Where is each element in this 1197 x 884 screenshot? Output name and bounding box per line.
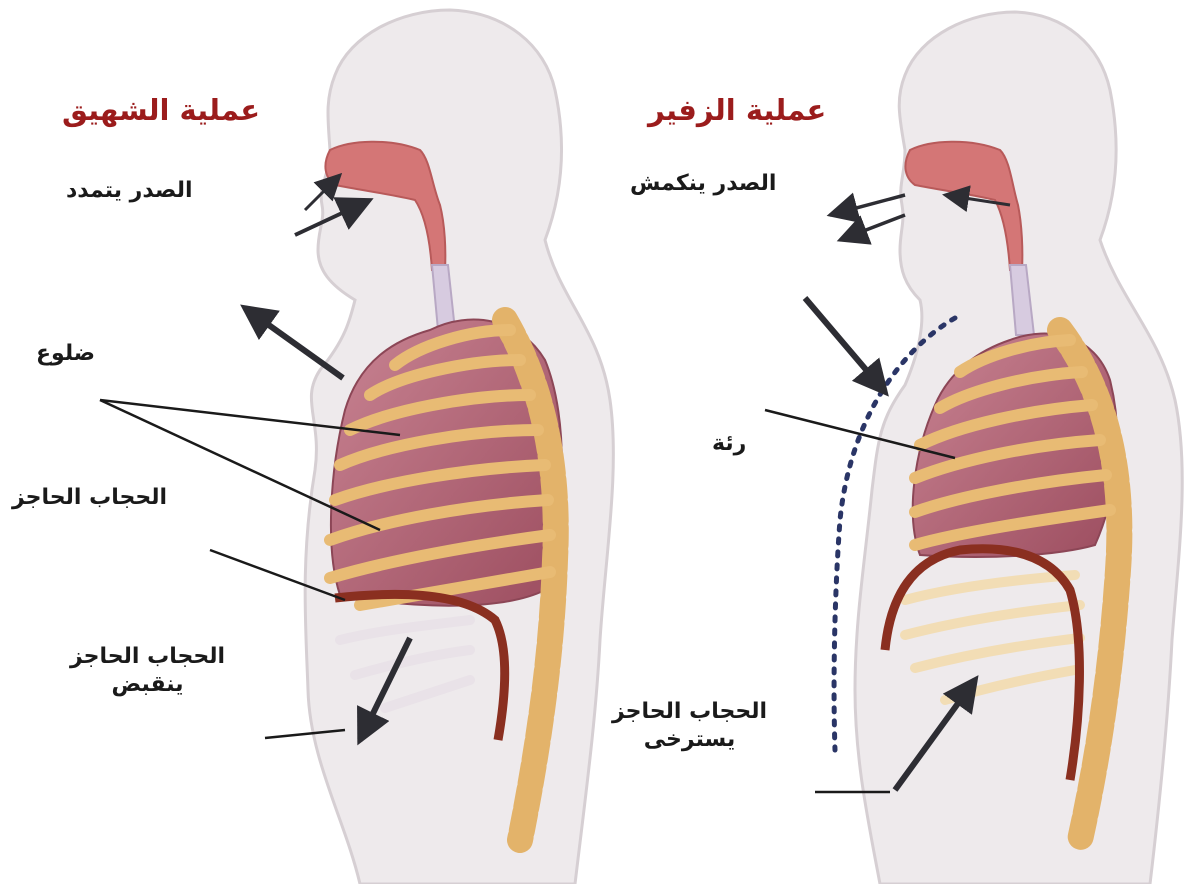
exhale-figure (765, 12, 1182, 884)
exhale-diaphragm-action: الحجاب الحاجز يسترخى (612, 698, 767, 753)
exhale-chest-label: الصدر ينكمش (630, 170, 776, 198)
inhale-chest-label: الصدر يتمدد (66, 177, 193, 205)
inhale-figure (100, 10, 613, 884)
inhale-diaphragm-action-line2: ينقبض (70, 671, 225, 699)
exhale-diaphragm-action-line2: يسترخى (612, 726, 767, 754)
inhale-diaphragm-label: الحجاب الحاجز (12, 484, 167, 512)
inhale-diaphragm-action-line1: الحجاب الحاجز (70, 643, 225, 671)
exhale-lung-label: رئة (712, 430, 746, 458)
exhale-title: عملية الزفير (648, 92, 826, 128)
inhale-ribs-label: ضلوع (36, 340, 95, 368)
inhale-diaphragm-action: الحجاب الحاجز ينقبض (70, 643, 225, 698)
inhale-title: عملية الشهيق (62, 92, 260, 128)
exhale-diaphragm-action-line1: الحجاب الحاجز (612, 698, 767, 726)
